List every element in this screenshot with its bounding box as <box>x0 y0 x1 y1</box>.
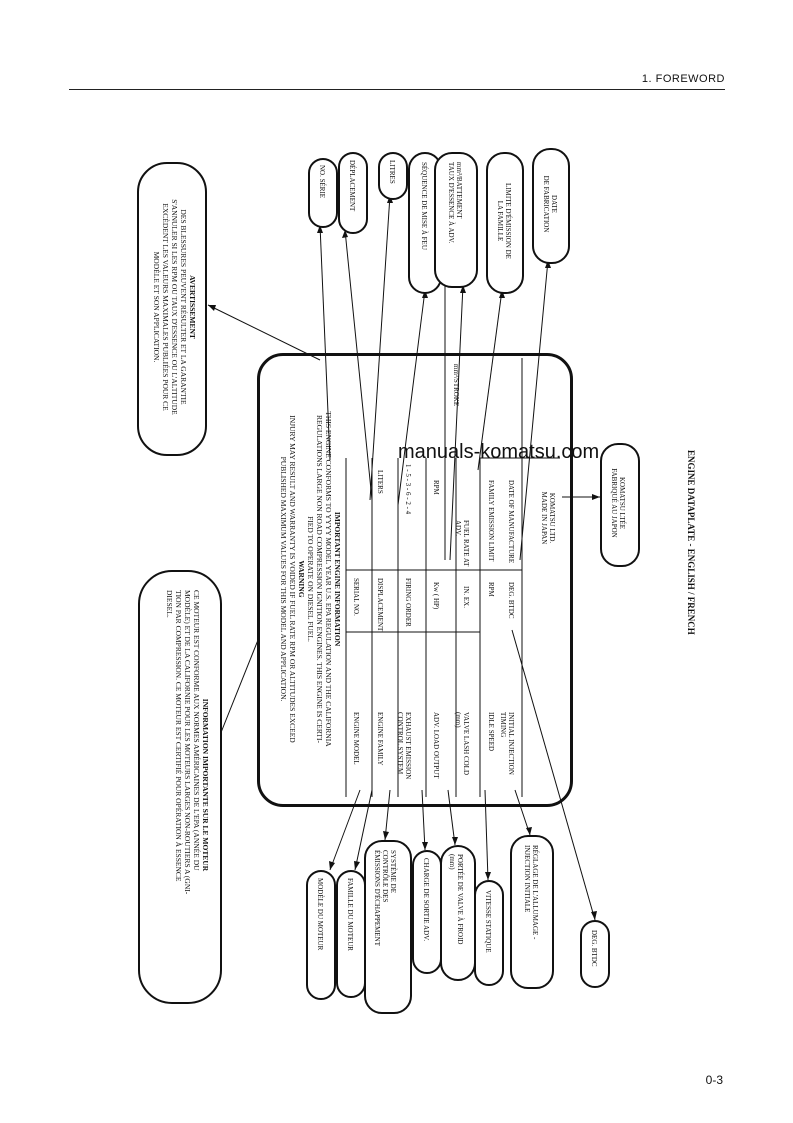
row-valve-lash-values: IN. EX. <box>462 586 470 608</box>
label-emission-limit <box>486 152 524 294</box>
label-liters <box>378 152 408 200</box>
row-injection-timing-label: INITIAL INJECTION TIMING <box>499 712 515 775</box>
figure-caption: ENGINE DATAPLATE - ENGLISH / FRENCH <box>686 450 696 635</box>
dataplate-intro-line: FIED TO OPERATE ON DIESEL FUEL. <box>306 516 315 642</box>
dataplate-intro-line: THIS ENGINE CONFORMS TO YYYY MODEL YEAR … <box>324 411 333 747</box>
label-emission-system <box>364 840 412 1014</box>
row-load-output-label: ADV. LOAD OUTPUT <box>432 712 440 779</box>
dataplate-footer-line: MADE IN JAPAN <box>540 491 548 545</box>
page-number: 0-3 <box>705 1073 723 1087</box>
label-engine-model <box>306 870 336 1000</box>
row-idle-speed-label: IDLE SPEED <box>487 712 495 752</box>
warning-box <box>137 162 207 456</box>
label-displacement <box>338 152 368 234</box>
row-load-output-rpm: RPM <box>432 480 440 495</box>
row-valve-lash-label: VALVE LASH COLD (mm) <box>454 712 470 776</box>
row-firing-order-value: 1 - 5 - 3 - 6 - 2 - 4 <box>404 464 412 515</box>
dataplate-footer: KOMATSU LTD. MADE IN JAPAN <box>540 470 556 566</box>
info-box <box>138 570 222 1004</box>
dataplate-footer-line: KOMATSU LTD. <box>548 492 556 544</box>
label-idle-speed <box>474 880 504 986</box>
row-displacement-label: DISPLACEMENT <box>376 578 384 632</box>
row-manufacture-date-label: DATE OF MANUFACTURE <box>507 480 515 564</box>
row-load-output-kw: Kw ( HP) <box>432 582 440 610</box>
label-deg-btdc <box>580 920 610 988</box>
row-fuel-rate-unit: mm³/STROKE <box>452 364 460 407</box>
watermark: manuals-komatsu.com <box>398 441 600 463</box>
row-fuel-rate-label: FUEL RATE AT ADV. <box>454 520 470 567</box>
dataplate-warning-line: PUBLISHED MAXIMUM VALUES FOR THIS MODEL … <box>279 456 288 702</box>
label-injection-timing <box>510 835 554 989</box>
dataplate-title: IMPORTANT ENGINE INFORMATION <box>333 511 342 647</box>
label-serial-no <box>308 158 338 228</box>
header-rule <box>69 89 725 90</box>
label-fuel-rate <box>434 152 478 288</box>
dataplate-warning-line: INJURY MAY RESULT AND WARRANTY IS VOIDED… <box>288 415 297 743</box>
row-serial-no-label: SERIAL NO. <box>352 578 360 616</box>
engine-dataplate <box>257 353 573 807</box>
row-idle-speed-rpm: RPM <box>487 582 495 597</box>
row-deg-btdc-label: DEG. BTDC <box>507 582 515 619</box>
dataplate-intro-line: REGULATIONS LARGE NON ROAD COMPRESSION I… <box>315 415 324 743</box>
row-engine-model-label: ENGINE MODEL <box>352 712 360 765</box>
dataplate-warning-title: WARNING <box>297 560 306 598</box>
dataplate-header: IMPORTANT ENGINE INFORMATION THIS ENGINE… <box>279 362 342 796</box>
label-valve-lash <box>440 845 476 981</box>
page-header: 1. FOREWORD <box>641 73 725 85</box>
row-engine-family-label: ENGINE FAMILY <box>376 712 384 766</box>
label-engine-family <box>336 870 366 998</box>
label-manufacture-date <box>532 148 570 264</box>
row-emission-system-label: EXHAUST EMISSION CONTROL SYSTEM <box>396 712 412 780</box>
label-maker <box>600 443 640 567</box>
row-emission-limit-label: FAMILY EMISSION LIMIT <box>487 480 495 562</box>
row-firing-order-label: FIRING ORDER <box>404 578 412 627</box>
row-liters-unit: LITERS <box>376 470 384 494</box>
